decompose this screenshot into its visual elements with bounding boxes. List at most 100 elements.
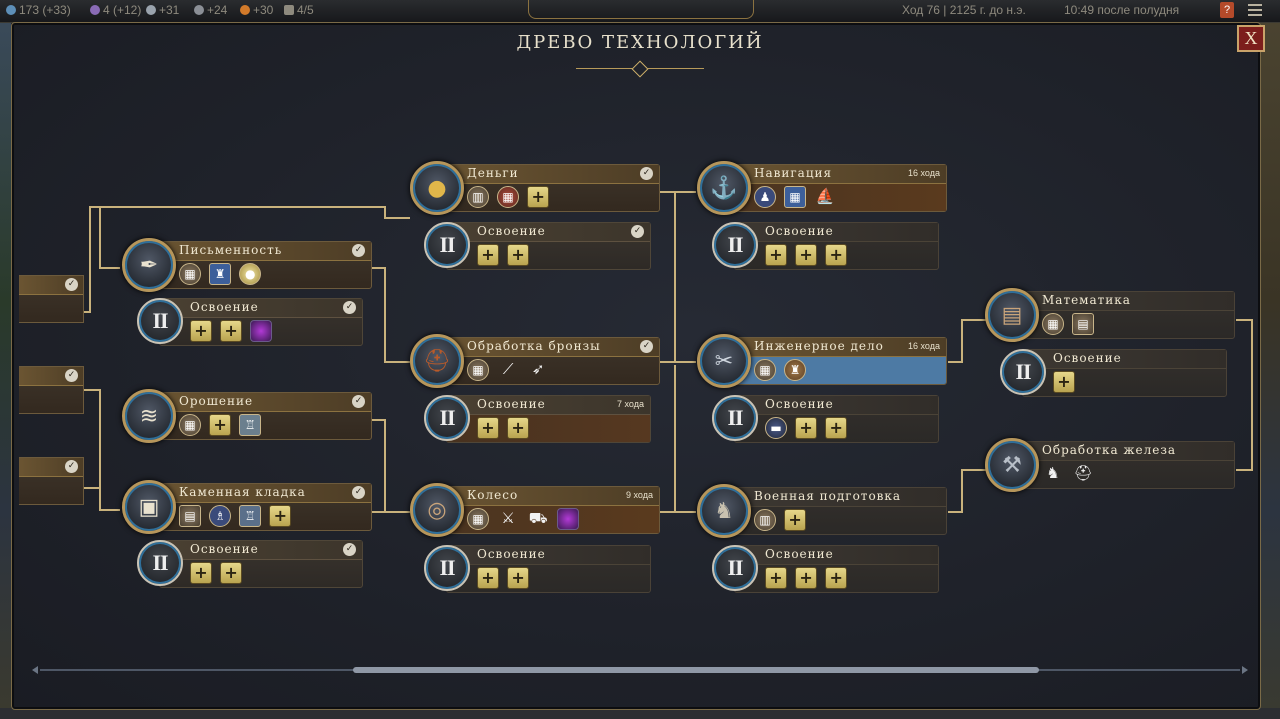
plus-icon[interactable]: +	[507, 417, 530, 439]
help-button[interactable]: ?	[1220, 2, 1234, 18]
plus-icon[interactable]: +	[825, 417, 848, 439]
close-button[interactable]: X	[1237, 25, 1265, 52]
soldier-icon: ♞	[697, 484, 751, 538]
cart-icon[interactable]: ⛟	[528, 509, 548, 527]
plus-icon[interactable]: +	[795, 567, 818, 589]
plus-icon[interactable]: +	[765, 567, 787, 589]
building-icon[interactable]: ▦	[467, 359, 489, 381]
settlements-count[interactable]: 4/5	[284, 3, 314, 17]
plus-icon[interactable]: +	[209, 414, 232, 436]
masonry-icon: ▣	[122, 480, 176, 534]
building-icon[interactable]: ▦	[1042, 313, 1064, 335]
plus-icon[interactable]: +	[220, 320, 243, 342]
building-icon[interactable]: ▦	[467, 508, 489, 530]
building-icon[interactable]: ▦	[497, 186, 520, 208]
faith-yield[interactable]: +31	[146, 3, 179, 17]
codex-icon[interactable]	[557, 508, 580, 530]
wonder-icon[interactable]: ♜	[209, 263, 232, 285]
lightbulb-icon[interactable]: ●	[239, 263, 262, 285]
wonder-icon[interactable]: ♖	[239, 505, 262, 527]
food-icon	[240, 5, 250, 15]
offscreen-tech-1[interactable]: ✓	[19, 275, 84, 323]
plus-icon[interactable]: +	[477, 244, 499, 266]
clock: 10:49 после полудня	[1064, 3, 1180, 17]
wheel-icon: ◎	[410, 483, 464, 537]
wonder-icon[interactable]: ▦	[784, 186, 807, 208]
plus-icon[interactable]: +	[507, 244, 530, 266]
plus-icon[interactable]: +	[825, 567, 848, 589]
offscreen-tech-2[interactable]: ✓	[19, 366, 84, 414]
plus-icon[interactable]: +	[190, 562, 212, 584]
map-edge-right	[1259, 22, 1280, 719]
building-icon[interactable]: ▦	[179, 263, 201, 285]
researched-check-icon: ✓	[65, 278, 78, 291]
top-hud: 173 (+33) 4 (+12) +31 +24 +30 4/5 Ход 76…	[0, 0, 1280, 23]
settlement-icon	[284, 5, 294, 15]
writing-icon: ✒	[122, 238, 176, 292]
mastery-numeral-icon: II	[424, 222, 470, 268]
scroll-left-icon[interactable]	[32, 666, 38, 674]
spear-icon[interactable]: ⟋	[502, 360, 514, 378]
researched-check-icon: ✓	[640, 167, 653, 180]
coin-icon: ●	[410, 161, 464, 215]
horizontal-scrollbar[interactable]	[32, 663, 1248, 677]
plus-icon[interactable]: +	[825, 244, 848, 266]
wonder-icon[interactable]: ♜	[784, 359, 807, 381]
market-icon[interactable]: ▥	[467, 186, 489, 208]
researched-check-icon: ✓	[352, 395, 365, 408]
plus-icon[interactable]: +	[527, 186, 550, 208]
plus-icon[interactable]: +	[765, 244, 787, 266]
plus-icon[interactable]: +	[795, 417, 818, 439]
plus-icon[interactable]: +	[1053, 371, 1075, 393]
building-icon[interactable]: ▬	[765, 417, 787, 439]
plus-icon[interactable]: +	[477, 417, 499, 439]
influence-icon	[194, 5, 204, 15]
turn-info: Ход 76 | 2125 г. до н.э.	[902, 3, 1026, 17]
faith-icon	[146, 5, 156, 15]
horseman-icon[interactable]: ♞	[1046, 464, 1060, 482]
map-edge-bottom	[0, 708, 1280, 719]
plus-icon[interactable]: +	[507, 567, 530, 589]
mastery-numeral-icon: II	[712, 222, 758, 268]
mastery-numeral-icon: II	[424, 395, 470, 441]
bronze-helmet-icon: ⛑	[410, 334, 464, 388]
wonder-icon[interactable]: ♖	[239, 414, 262, 436]
researched-check-icon: ✓	[352, 486, 365, 499]
plus-icon[interactable]: +	[795, 244, 818, 266]
building-icon[interactable]: ▥	[754, 509, 776, 531]
plus-icon[interactable]: +	[220, 562, 243, 584]
wonder-icon[interactable]: ▤	[1072, 313, 1095, 335]
food-yield[interactable]: +30	[240, 3, 273, 17]
building-icon[interactable]: ▦	[754, 359, 776, 381]
culture-yield[interactable]: 4 (+12)	[90, 3, 141, 17]
plus-icon[interactable]: +	[269, 505, 292, 527]
menu-icon[interactable]	[1248, 4, 1262, 16]
plus-icon[interactable]: +	[190, 320, 212, 342]
mastery-numeral-icon: II	[424, 545, 470, 591]
scroll-thumb[interactable]	[353, 667, 1039, 673]
unit-icon[interactable]: ♟	[754, 186, 776, 208]
science-yield[interactable]: 173 (+33)	[6, 3, 71, 17]
scroll-right-icon[interactable]	[1242, 666, 1248, 674]
influence-yield[interactable]: +24	[194, 3, 227, 17]
culture-icon	[90, 5, 100, 15]
researched-check-icon: ✓	[631, 225, 644, 238]
obelisk-icon[interactable]: ♗	[209, 505, 232, 527]
wall-icon[interactable]: ▤	[179, 505, 201, 527]
farm-icon[interactable]: ▦	[179, 414, 201, 436]
top-ornament	[528, 0, 754, 19]
offscreen-tech-3[interactable]: ✓	[19, 457, 84, 505]
mastery-numeral-icon: II	[137, 298, 183, 344]
researched-check-icon: ✓	[343, 543, 356, 556]
helmet-icon[interactable]: ⛑	[1073, 464, 1093, 482]
plus-icon[interactable]: +	[477, 567, 499, 589]
bow-icon[interactable]: ➶	[531, 360, 545, 378]
chariot-icon[interactable]: ⚔	[501, 509, 515, 527]
codex-icon[interactable]	[250, 320, 273, 342]
plus-icon[interactable]: +	[784, 509, 807, 531]
ship-icon[interactable]: ⛵	[815, 187, 835, 205]
page-title: ДРЕВО ТЕХНОЛОГИЙ	[516, 32, 764, 53]
mastery-numeral-icon: II	[712, 545, 758, 591]
engineering-tools-icon: ✂	[697, 334, 751, 388]
